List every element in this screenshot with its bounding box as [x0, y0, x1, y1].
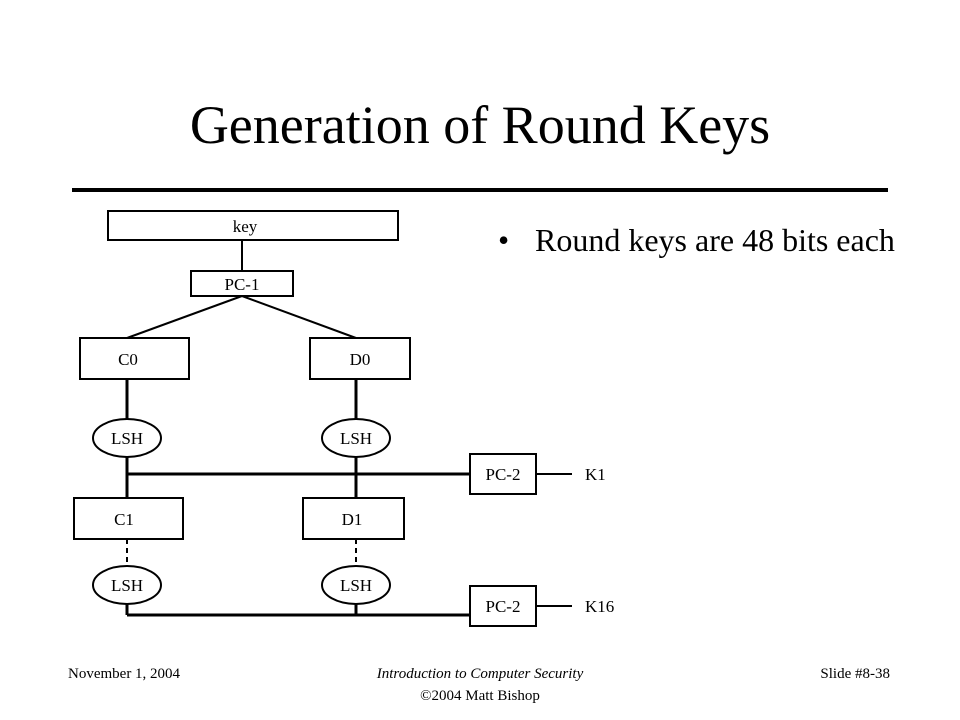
bullet-text: Round keys are 48 bits each [535, 222, 895, 258]
k16-label: K16 [585, 597, 614, 616]
lsh-right-1-label: LSH [340, 429, 372, 448]
d0-box [309, 337, 411, 380]
pc2-box-1-label: PC-2 [486, 465, 521, 484]
d0-label: D0 [350, 350, 371, 369]
c1-label: C1 [114, 510, 134, 529]
pc2-box-1 [469, 453, 537, 495]
d1-box [302, 497, 405, 540]
slide-title: Generation of Round Keys [189, 95, 771, 155]
footer-course: Introduction to Computer Security [376, 666, 584, 682]
pc2-box-16-label: PC-2 [486, 597, 521, 616]
c1-box [73, 497, 184, 540]
d1-label: D1 [342, 510, 363, 529]
bullet-dot-icon: • [498, 222, 510, 258]
bullet-list: • Round keys are 48 bits each [498, 222, 898, 259]
key-box [107, 210, 399, 241]
pc1-to-d0-connector [241, 295, 357, 339]
pc1-label: PC-1 [225, 275, 260, 294]
footer-course-block: Introduction to Computer Security ©2004 … [300, 663, 660, 707]
lsh-left-1-label: LSH [111, 429, 143, 448]
k1-label: K1 [585, 465, 606, 484]
c0-box [79, 337, 190, 380]
title-divider [72, 188, 888, 192]
key-label: key [233, 217, 258, 236]
lsh-left-16-label: LSH [111, 576, 143, 595]
bullet-item: • Round keys are 48 bits each [498, 222, 898, 259]
lsh-right-16-label: LSH [340, 576, 372, 595]
c0-label: C0 [118, 350, 138, 369]
footer-date: November 1, 2004 [68, 666, 181, 682]
pc1-to-c0-connector [126, 295, 243, 339]
footer-slide-number: Slide #8-38 [820, 666, 890, 682]
pc1-box [190, 270, 294, 297]
footer-copyright: ©2004 Matt Bishop [420, 688, 540, 704]
